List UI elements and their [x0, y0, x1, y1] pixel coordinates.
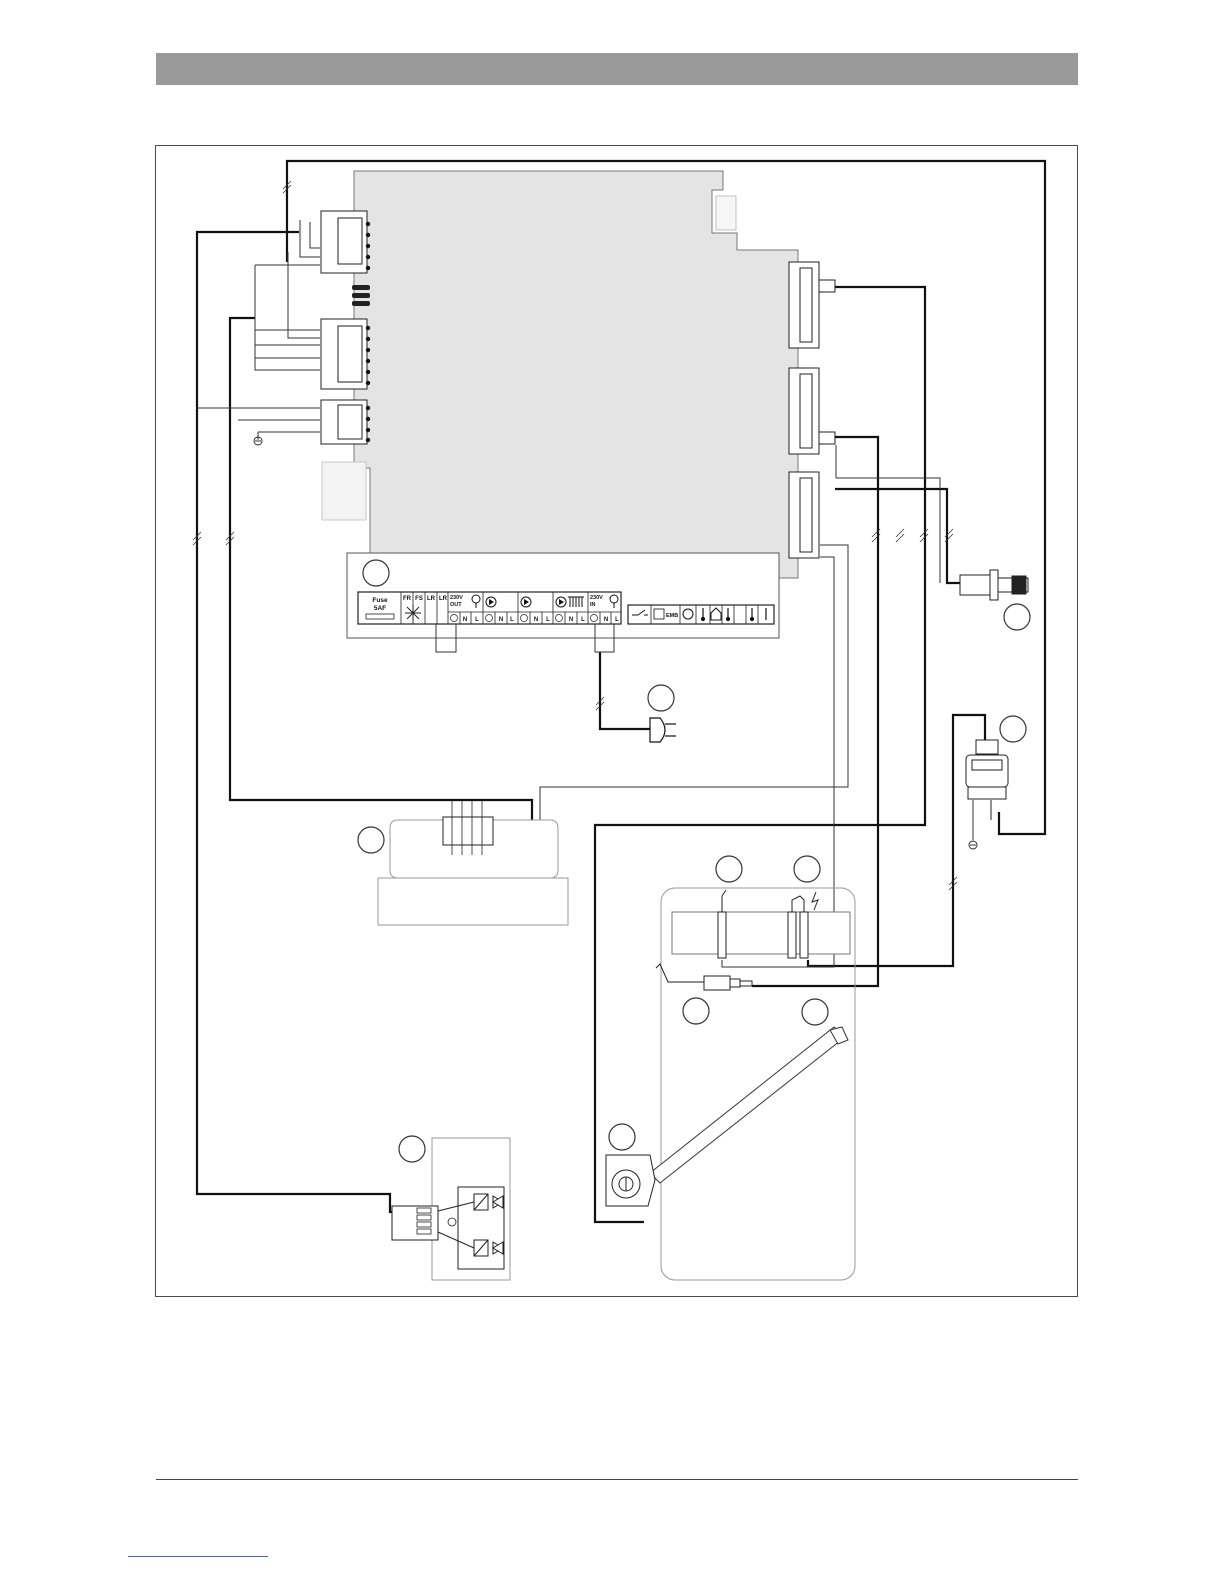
plug-icon	[650, 718, 676, 742]
callout-circle-probe	[683, 998, 709, 1024]
board-blank-socket	[322, 462, 366, 520]
ignition-module-base	[378, 878, 568, 925]
ignition-module-connector	[443, 817, 493, 845]
burner-tube	[650, 1027, 848, 1183]
phase-letter: N	[569, 617, 573, 623]
callout-circle-board	[363, 560, 389, 586]
phase-letter: N	[604, 617, 608, 623]
phase-letter: L	[581, 617, 585, 623]
callout-circle-fan	[609, 1124, 635, 1150]
in-voltage-label: 230V	[590, 595, 603, 601]
terminal-code-fr: FR	[403, 596, 412, 602]
fuse-label: Fuse	[372, 597, 388, 604]
radiator-icon	[568, 597, 584, 607]
gas-valve-outline	[432, 1138, 510, 1280]
connector-right-upper	[789, 262, 835, 348]
fuse-rating: 5AF	[374, 605, 386, 612]
control-board	[354, 171, 798, 578]
emb-icon-box	[654, 609, 664, 619]
terminal-code-fs: FS	[415, 596, 423, 602]
phase-letter: L	[615, 617, 619, 623]
valve-icon	[493, 1196, 503, 1254]
snowflake-icon	[405, 605, 421, 621]
phase-letter: N	[499, 617, 503, 623]
callout-circle-pressure-sensor	[1000, 716, 1026, 742]
terminal-code-lr-2: LR	[439, 596, 448, 602]
temperature-probe	[656, 964, 752, 990]
callout-circle-gas-valve	[399, 1136, 425, 1162]
fuse-symbol	[366, 614, 394, 619]
connector-earth-left	[321, 400, 367, 444]
terminal-code-lr-1: LR	[427, 596, 436, 602]
board-notch-highlight	[716, 196, 736, 230]
footer-link-underline	[128, 1556, 268, 1557]
callout-circle-ignition	[358, 827, 384, 853]
pressure-switch	[960, 570, 1028, 600]
connector-right-lower	[789, 472, 819, 558]
phase-letter: L	[475, 617, 479, 623]
callout-circle-pressure-switch	[1004, 604, 1030, 630]
connector-top-left	[321, 211, 367, 273]
gas-valve-earth-icon	[448, 1218, 456, 1226]
fan-icon	[606, 1155, 655, 1206]
burner-electrode-bar	[672, 912, 850, 954]
connector-mid-left	[321, 319, 367, 389]
pressure-sensor	[966, 740, 1008, 820]
footer-rule	[156, 1479, 1078, 1480]
callout-circle-burner-tube	[802, 999, 828, 1025]
phase-letter: L	[546, 617, 550, 623]
callout-circle-plug	[648, 685, 674, 711]
clock-icon	[683, 609, 693, 619]
callout-circle-flame-electrode	[716, 856, 742, 882]
emb-label: EMB	[666, 613, 678, 619]
connector-lug-stack	[352, 285, 370, 306]
connector-right-middle	[789, 368, 835, 454]
callout-circle-ignition-electrode	[794, 856, 820, 882]
out-label: OUT	[450, 602, 462, 608]
phase-letter: N	[534, 617, 538, 623]
phase-letter: N	[463, 617, 467, 623]
phase-letter: L	[510, 617, 514, 623]
in-label: IN	[590, 602, 596, 608]
out-voltage-label: 230V	[450, 595, 463, 601]
